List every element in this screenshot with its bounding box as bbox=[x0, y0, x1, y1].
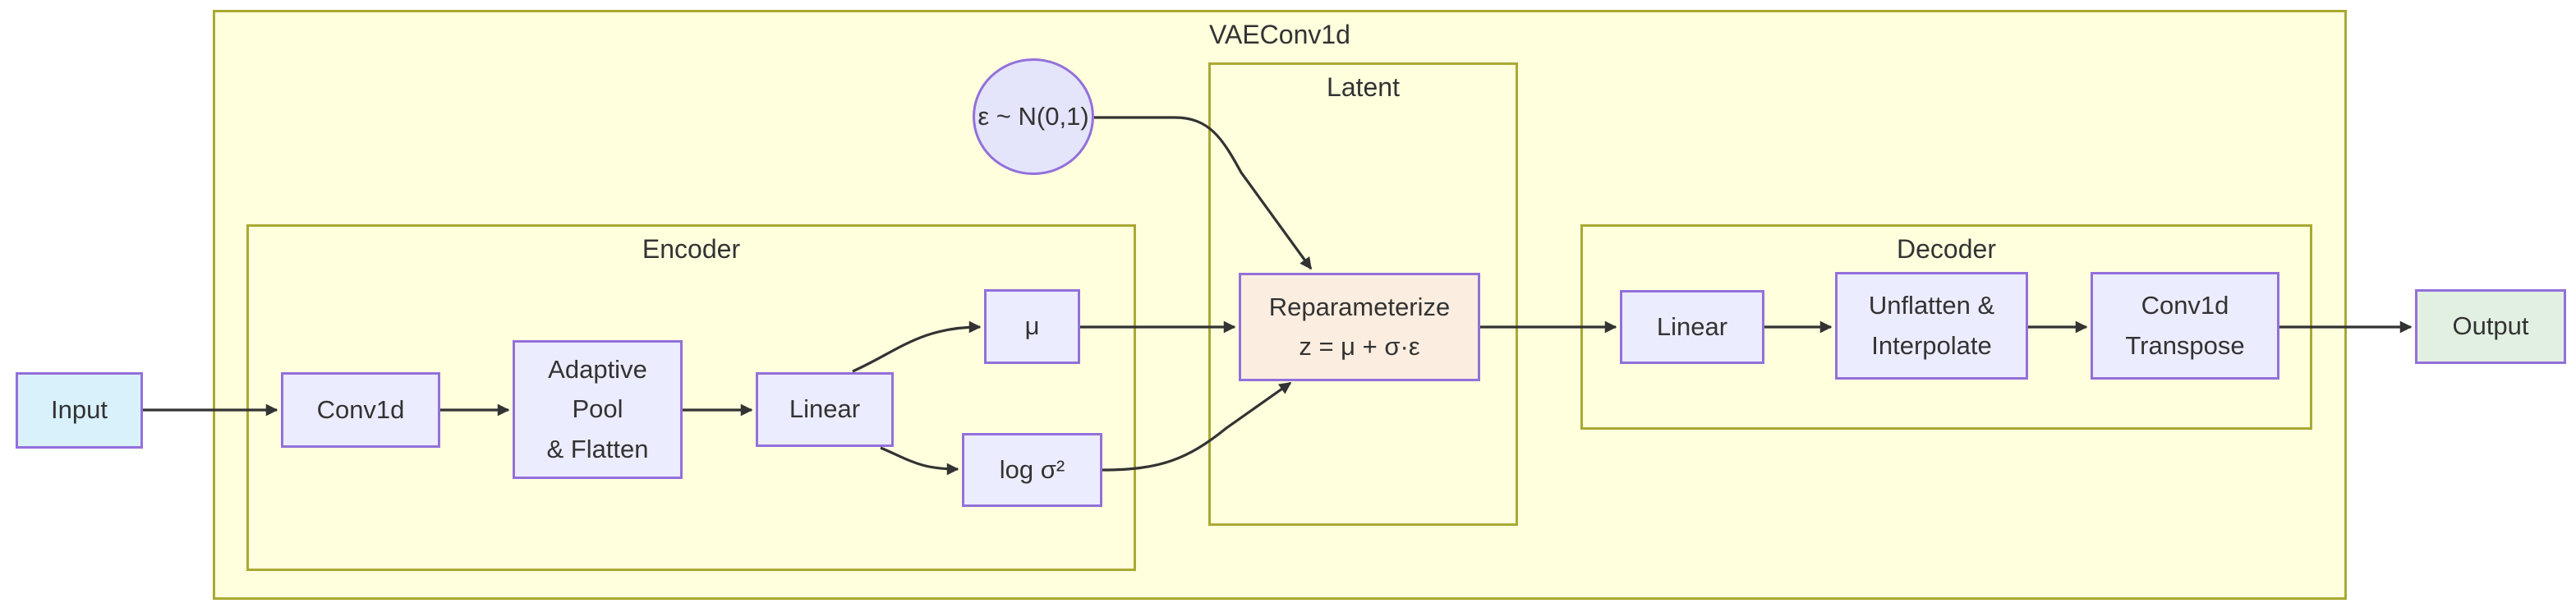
container-label-decoder: Decoder bbox=[1897, 234, 1996, 264]
node-linear-decoder: Linear bbox=[1620, 290, 1764, 364]
node-input: Input bbox=[16, 372, 143, 449]
node-conv1d: Conv1d bbox=[281, 372, 440, 448]
node-mu: μ bbox=[984, 289, 1080, 364]
container-label-latent: Latent bbox=[1327, 72, 1400, 102]
node-adaptive-pool: Adaptive Pool & Flatten bbox=[513, 340, 683, 479]
node-log-sigma2: log σ² bbox=[962, 433, 1102, 507]
node-output: Output bbox=[2415, 289, 2566, 364]
container-label-vaeconv1d: VAEConv1d bbox=[1209, 20, 1350, 49]
node-unflatten: Unflatten & Interpolate bbox=[1835, 272, 2028, 380]
node-conv1d-transpose: Conv1d Transpose bbox=[2091, 272, 2279, 380]
container-label-encoder: Encoder bbox=[642, 234, 741, 264]
node-epsilon: ε ~ N(0,1) bbox=[973, 58, 1094, 175]
node-reparameterize: Reparameterize z = μ + σ·ε bbox=[1239, 273, 1480, 381]
node-linear-encoder: Linear bbox=[756, 372, 894, 447]
